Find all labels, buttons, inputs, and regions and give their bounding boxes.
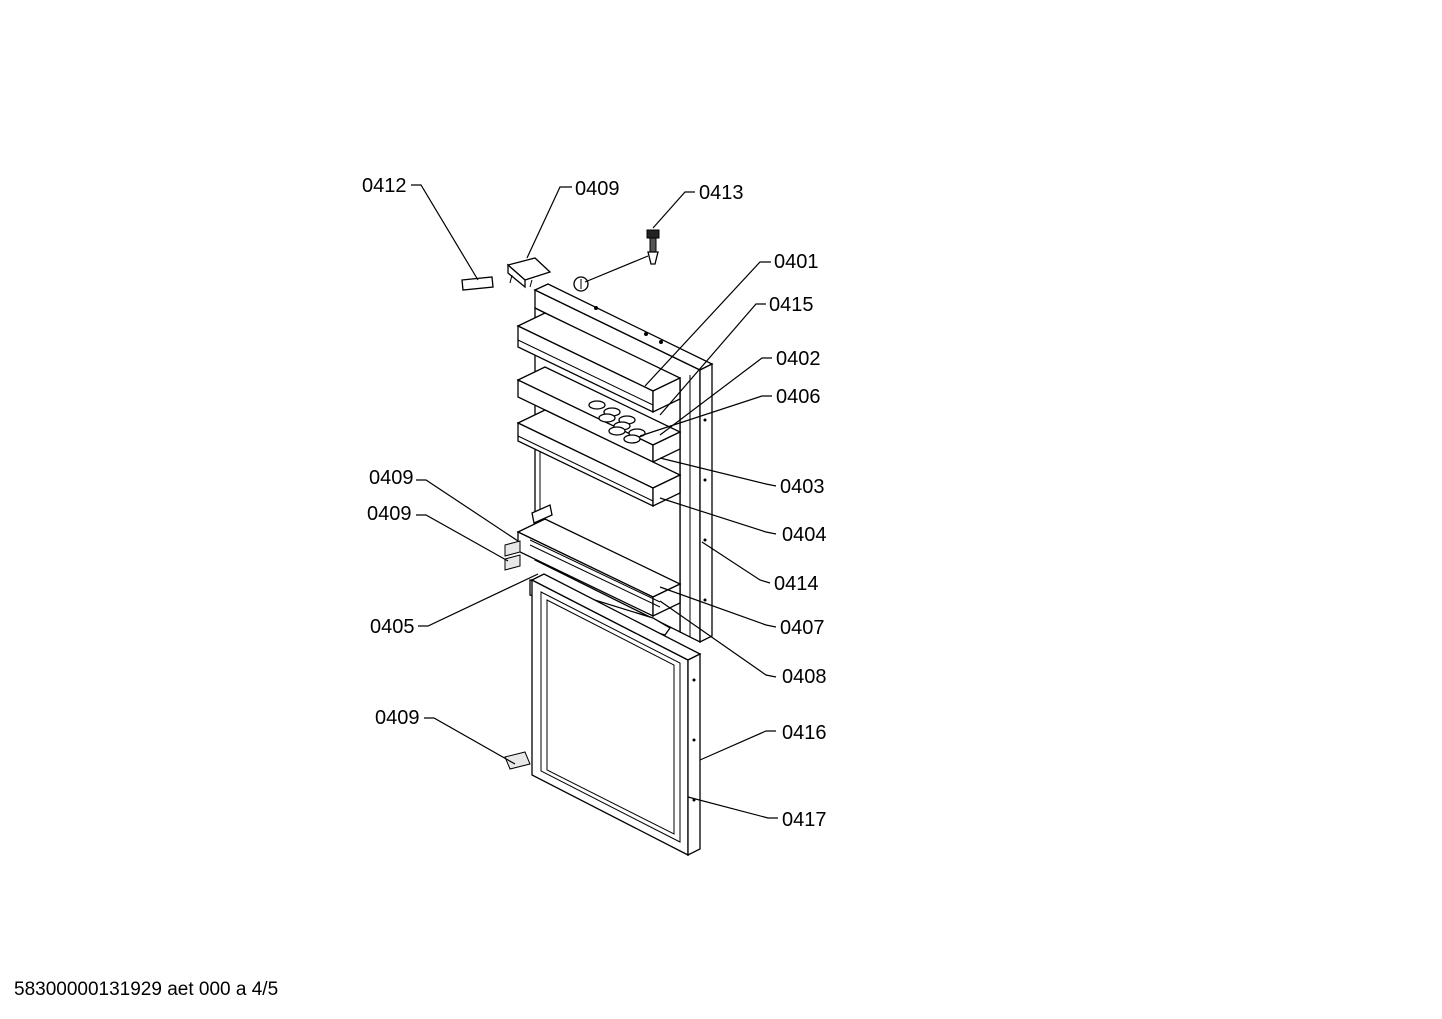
callout-0403: 0403 — [780, 476, 825, 498]
callout-0406: 0406 — [776, 386, 821, 408]
callout-0401: 0401 — [774, 251, 819, 273]
hinge-mid-1 — [504, 540, 521, 557]
document-id: 58300000131929 aet 000 a 4/5 — [14, 979, 279, 1000]
callout-0408: 0408 — [782, 666, 827, 688]
callout-0405: 0405 — [370, 616, 415, 638]
egg-holder-0406 — [588, 400, 646, 444]
callout-0417: 0417 — [782, 809, 827, 831]
door-shelf-0401 — [516, 312, 682, 414]
callout-0412: 0412 — [362, 175, 407, 197]
hinge-mid-2 — [504, 554, 521, 571]
callout-0407: 0407 — [780, 617, 825, 639]
callout-0409-mid2: 0409 — [367, 503, 412, 525]
callout-0414: 0414 — [774, 573, 819, 595]
callout-0409-mid1: 0409 — [369, 467, 414, 489]
callout-0415: 0415 — [769, 294, 814, 316]
leader-lines — [411, 184, 778, 819]
callout-0413: 0413 — [699, 182, 744, 204]
callout-0409-low: 0409 — [375, 707, 420, 729]
callout-0409-top: 0409 — [575, 178, 620, 200]
hinge-top — [506, 257, 589, 292]
callout-0416: 0416 — [782, 722, 827, 744]
cover-0412 — [461, 276, 494, 291]
callout-0404: 0404 — [782, 524, 827, 546]
callout-0402: 0402 — [776, 348, 821, 370]
hinge-low — [504, 751, 531, 770]
hinge-pin-0413 — [646, 229, 660, 265]
lower-door-0416 — [530, 573, 702, 857]
door-shelf-0403 — [516, 409, 682, 508]
